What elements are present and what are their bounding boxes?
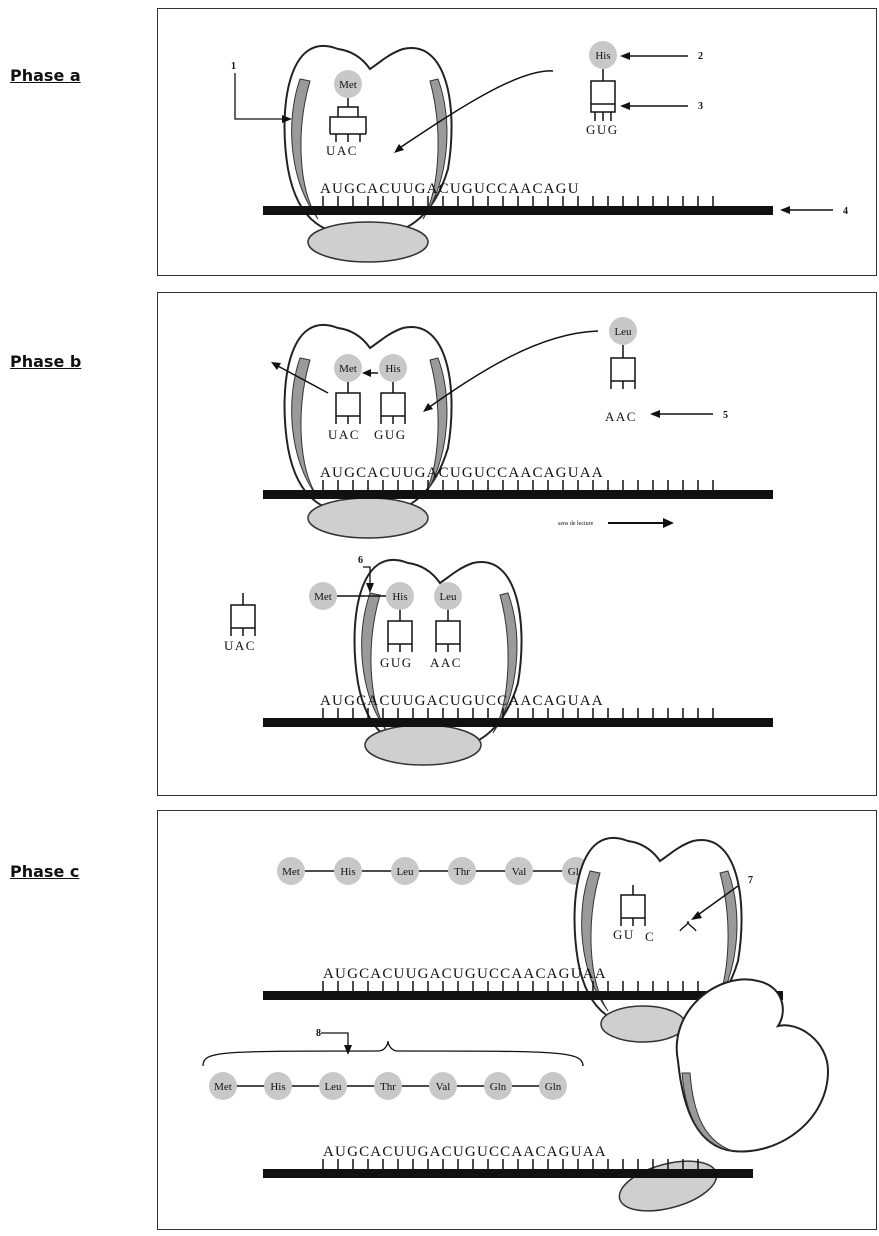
anticodon-his: GUG <box>586 122 619 137</box>
mrna-strand-bottom <box>263 718 773 727</box>
amino-acid-leu-bottom-label: Leu <box>439 591 457 603</box>
chain-top-aa-3: Leu <box>396 866 414 878</box>
phase-b-label: Phase b <box>10 352 81 371</box>
ribosome-small-subunit <box>308 222 428 262</box>
trna-leu-incoming <box>611 345 635 389</box>
amino-acid-met-bottom-label: Met <box>314 591 332 603</box>
anticodon-leu-bottom: AAC <box>430 655 462 670</box>
reading-direction-label: sens de lecture <box>558 521 594 527</box>
label-number-6: 6 <box>358 555 363 566</box>
diagram-phase-c: Met His Leu Thr Val Gln Gln GU C 7 <box>158 811 878 1231</box>
mrna-sequence-c-top: AUGCACUUGACUGUCCAACAGUAA <box>323 966 607 982</box>
trna-released <box>231 593 255 636</box>
amino-acid-his-top-label: His <box>385 363 400 375</box>
diagram-phase-b: AUGCACUUGACUGUCCAACAGUAA Met UAC His GUG… <box>158 293 878 797</box>
chain-bottom-aa-2: His <box>270 1081 285 1093</box>
panel-phase-c: Met His Leu Thr Val Gln Gln GU C 7 <box>157 810 877 1230</box>
panel-phase-a: AUGCACUUGACUGUCCAACAGU Met UAC His GUG 1… <box>157 8 877 276</box>
label-number-8: 8 <box>316 1028 321 1039</box>
ribosome-small-subunit-top <box>308 498 428 538</box>
trna-his <box>591 69 615 121</box>
anticodon-met-top: UAC <box>328 427 360 442</box>
chain-bottom-aa-6: Gln <box>490 1081 507 1093</box>
amino-acid-met-top-label: Met <box>339 363 357 375</box>
panel-phase-b: AUGCACUUGACUGUCCAACAGUAA Met UAC His GUG… <box>157 292 877 796</box>
mrna-strand-top <box>263 490 773 499</box>
chain-bottom-aa-5: Val <box>436 1081 451 1093</box>
mrna-sequence-text: AUGCACUUGACUGUCCAACAGU <box>320 181 580 197</box>
anticodon-partial-2: C <box>645 929 655 944</box>
phase-a-label: Phase a <box>10 66 81 85</box>
mrna-sequence-bottom: AUGCACUUGACUGUCCAACAGUAA <box>320 693 604 709</box>
chain-bottom-aa-4: Thr <box>380 1081 396 1093</box>
label-number-2: 2 <box>698 51 703 62</box>
chain-top-aa-4: Thr <box>454 866 470 878</box>
anticodon-his-top: GUG <box>374 427 407 442</box>
arrow-leu-to-ribosome <box>428 331 598 408</box>
ribosome-small-subunit-c <box>601 1006 685 1042</box>
ribosome-small-subunit-bottom <box>365 725 481 765</box>
anticodon-met: UAC <box>326 143 358 158</box>
anticodon-released: UAC <box>224 638 256 653</box>
anticodon-his-bottom: GUG <box>380 655 413 670</box>
polypeptide-chain-bottom: Met His Leu Thr Val Gln Gln <box>209 1072 567 1100</box>
amino-acid-leu-incoming-label: Leu <box>614 326 632 338</box>
amino-acid-met-label: Met <box>339 79 357 91</box>
chain-brace <box>203 1041 583 1066</box>
mrna-strand <box>263 206 773 215</box>
chain-top-aa-1: Met <box>282 866 300 878</box>
amino-acid-his-bottom-label: His <box>392 591 407 603</box>
label-number-3: 3 <box>698 101 703 112</box>
mrna-sequence-c-bottom: AUGCACUUGACUGUCCAACAGUAA <box>323 1144 607 1160</box>
phase-c-label: Phase c <box>10 862 79 881</box>
chain-bottom-aa-1: Met <box>214 1081 232 1093</box>
pointer-1 <box>235 73 288 119</box>
chain-bottom-aa-7: Gln <box>545 1081 562 1093</box>
chain-top-aa-5: Val <box>512 866 527 878</box>
label-number-5: 5 <box>723 410 728 421</box>
diagram-phase-a: AUGCACUUGACUGUCCAACAGU Met UAC His GUG 1… <box>158 9 878 277</box>
chain-bottom-aa-3: Leu <box>324 1081 342 1093</box>
label-number-1: 1 <box>231 61 236 72</box>
mrna-sequence-top: AUGCACUUGACUGUCCAACAGUAA <box>320 465 604 481</box>
chain-top-aa-2: His <box>340 866 355 878</box>
anticodon-leu-incoming: AAC <box>605 409 637 424</box>
anticodon-partial-1: GU <box>613 927 635 942</box>
mrna-strand-c-bottom <box>263 1169 753 1178</box>
amino-acid-his-label: His <box>595 50 610 62</box>
label-number-4: 4 <box>843 206 848 217</box>
label-number-7: 7 <box>748 875 753 886</box>
